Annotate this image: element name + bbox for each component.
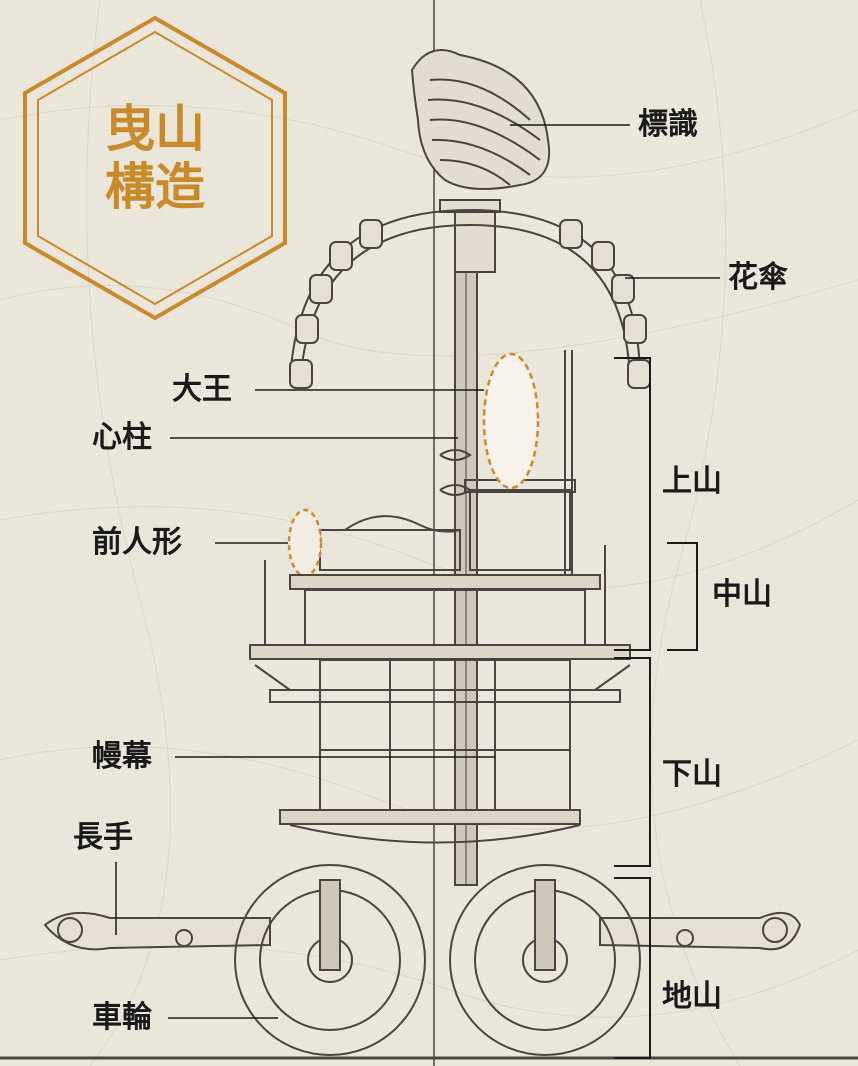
label-hyoushiki: 標識 [638,107,698,142]
label-hanagasa: 花傘 [728,260,788,295]
daiou-highlight [482,352,540,490]
section-brackets [614,357,698,1059]
title-line-1: 曳山 [105,99,205,158]
section-shimoyama: 下山 [662,757,722,792]
section-nakayama: 中山 [712,577,772,612]
body-drawing [249,545,631,844]
label-nagate: 長手 [73,820,133,855]
label-maeningyou: 前人形 [92,525,182,560]
diagram-title: 曳山 構造 [75,100,235,215]
label-shinbashira: 心柱 [92,420,152,455]
section-kamiyama: 上山 [662,464,722,499]
leader-lines [115,124,720,1019]
emblem-drawing [410,49,551,273]
label-daiou: 大王 [172,372,232,407]
label-sharin: 車輪 [92,1000,152,1035]
maeningyou-highlight [287,508,323,578]
title-hexagon [23,15,287,321]
section-jiyama: 地山 [662,979,722,1014]
upper-platform-drawing [319,350,576,590]
label-manmaku: 幔幕 [92,739,152,774]
title-line-2: 構造 [105,156,205,216]
